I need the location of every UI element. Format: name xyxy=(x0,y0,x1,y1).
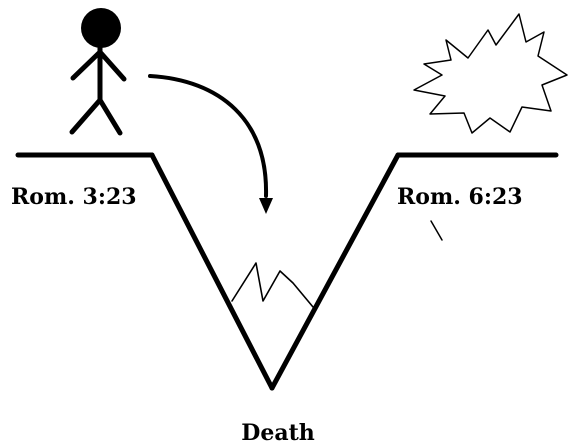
left-verse-label: Rom. 3:23 xyxy=(11,184,137,210)
stick-figure-left-leg xyxy=(69,97,103,135)
chasm xyxy=(15,152,559,391)
stick-figure-left-arm xyxy=(70,49,103,81)
stick-figure-icon xyxy=(69,8,127,136)
small-tick-mark xyxy=(430,220,443,241)
curved-arrow-icon xyxy=(148,74,273,214)
right-verse-label: Rom. 6:23 xyxy=(397,184,523,210)
arrow-head xyxy=(259,198,273,214)
starburst-icon xyxy=(413,13,568,134)
left-chasm-wall xyxy=(149,152,275,391)
death-label: Death xyxy=(241,420,315,446)
right-chasm-wall xyxy=(269,152,401,391)
stick-figure-right-leg xyxy=(97,97,123,136)
stick-figure-head xyxy=(81,8,121,48)
mountain-icon xyxy=(231,262,314,308)
stick-figure-right-arm xyxy=(97,49,127,82)
